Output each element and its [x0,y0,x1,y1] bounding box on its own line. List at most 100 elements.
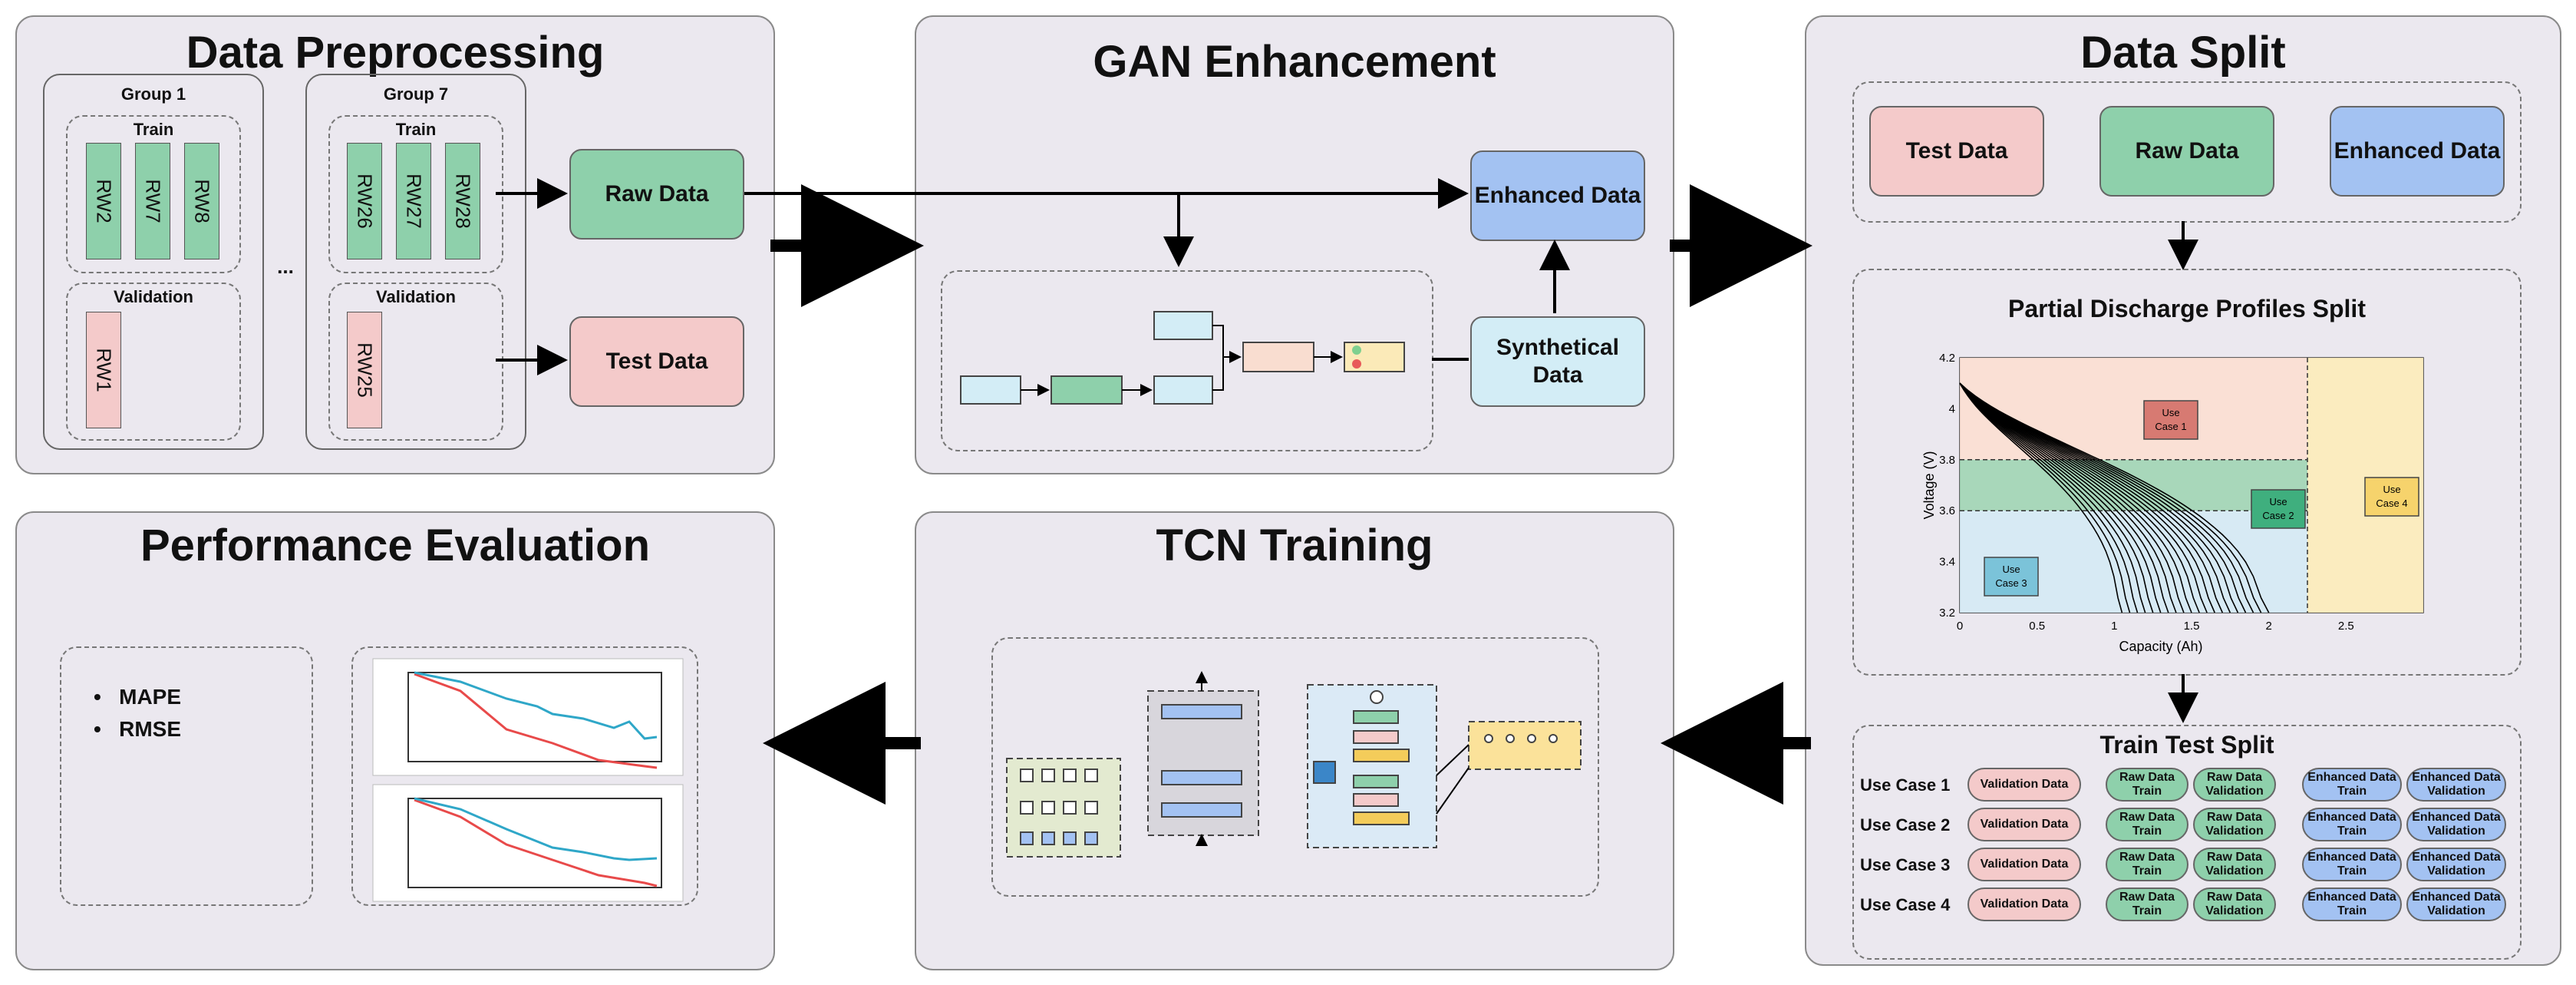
validation-data-pill: Validation Data [1967,887,2081,921]
x-tick-label: 1 [2111,620,2117,633]
use-case-region [1960,358,2307,460]
use-case-label: Case 3 [1995,577,2027,589]
y-tick-label: 4.2 [1939,352,1955,365]
discharge-curve [1959,382,2239,613]
raw-data-validation-pill: Raw Data Validation [2193,887,2276,921]
group-1-label: Group 1 [120,84,186,104]
tcn-network-icon [1006,671,1582,858]
panel-title: Performance Evaluation [140,521,650,570]
x-tick-label: 2.5 [2338,620,2354,633]
raw-data-train-pill: Raw Data Train [2106,808,2188,841]
enhanced-data-validation-pill: Enhanced Data Validation [2406,848,2506,881]
validation-data-pill: Validation Data [1967,848,2081,881]
tcn-diagram-box [991,637,1599,897]
enhanced-data-train-pill: Enhanced Data Train [2302,887,2402,921]
discharge-curve [1959,382,2169,613]
rw-item: RW7 [135,143,170,259]
panel-title: Data Preprocessing [186,28,605,78]
use-case-row-label: Use Case 3 [1860,855,1951,874]
y-tick-label: 3.2 [1939,607,1955,620]
y-tick-label: 4 [1949,402,1955,415]
use-case-label: Use [2269,496,2287,507]
enhanced-data-validation-pill: Enhanced Data Validation [2406,808,2506,841]
prediction-plot-thumbnails [372,658,684,902]
enhanced-data-validation-pill: Enhanced Data Validation [2406,768,2506,802]
discharge-curve [1959,382,2254,613]
raw-data-box: Raw Data [569,149,744,240]
discharge-curve [1959,382,2162,613]
panel-title: TCN Training [1156,521,1433,570]
enhanced-data-train-pill: Enhanced Data Train [2302,808,2402,841]
metrics-box [60,646,313,906]
discharge-curve [1959,382,2192,613]
group-7-box [305,74,526,450]
enhanced-data-box: Enhanced Data [2330,106,2505,197]
group-7-validation-label: Validation [376,287,456,306]
use-case-label: Use [2162,407,2179,418]
y-tick-label: 3.6 [1939,504,1955,517]
metric-item: • RMSE [94,717,182,741]
group-7-label: Group 7 [383,84,449,104]
rw-item: RW8 [184,143,219,259]
discharge-curve [1959,382,2208,613]
y-axis-label: Voltage (V) [1921,451,1937,519]
rw-item: RW26 [347,143,382,259]
group-1-validation-box [66,283,241,441]
rw-item: RW25 [347,312,382,428]
discharge-curve [1959,382,2177,613]
test-data-box: Test Data [1869,106,2044,197]
use-case-label: Use [2002,564,2020,575]
gan-network-icon [960,311,1405,405]
enhanced-data-train-pill: Enhanced Data Train [2302,768,2402,802]
group-1-validation-label: Validation [114,287,193,306]
use-case-region [1960,459,2307,511]
enhanced-data-box: Enhanced Data [1470,150,1645,241]
test-data-box: Test Data [569,316,744,407]
train-test-split-box [1852,725,2522,960]
rw-item: RW2 [86,143,121,259]
discharge-curve [1959,382,2270,613]
rw-item: RW27 [396,143,431,259]
discharge-curve [1959,382,2231,613]
x-axis-label: Capacity (Ah) [2119,639,2202,654]
panel-title: GAN Enhancement [1093,37,1496,87]
validation-data-pill: Validation Data [1967,768,2081,802]
group-7-train-label: Train [395,120,437,139]
x-tick-label: 0 [1957,620,1963,633]
ellipsis: ... [277,255,294,278]
metric-item: • MAPE [94,685,182,709]
use-case-label-box [2364,477,2419,517]
raw-data-train-pill: Raw Data Train [2106,887,2188,921]
use-case-label-box [1984,557,2039,597]
data-types-box [1852,81,2522,223]
use-case-row-label: Use Case 2 [1860,815,1951,835]
discharge-curve [1959,382,2123,613]
result-plots-box [351,646,698,906]
discharge-curve [1959,382,2154,613]
synthetical-data-box: Synthetical Data [1470,316,1645,407]
data-preprocessing-panel: Data Preprocessing Group 1 Train RW2 RW7… [15,15,775,474]
discharge-curve [1959,382,2146,613]
discharge-curve [1959,382,2185,613]
x-tick-label: 2 [2265,620,2271,633]
rw-item: RW1 [86,312,121,428]
raw-data-box: Raw Data [2099,106,2274,197]
validation-data-pill: Validation Data [1967,808,2081,841]
discharge-curve [1959,382,2200,613]
x-tick-label: 1.5 [2184,620,2200,633]
group-1-box [43,74,264,450]
profiles-split-title: Partial Discharge Profiles Split [2008,295,2366,322]
discharge-curve [1959,382,2224,613]
train-test-split-title: Train Test Split [2099,731,2274,759]
group-1-train-label: Train [133,120,174,139]
raw-data-validation-pill: Raw Data Validation [2193,768,2276,802]
y-tick-label: 3.8 [1939,454,1955,467]
raw-data-train-pill: Raw Data Train [2106,848,2188,881]
enhanced-data-train-pill: Enhanced Data Train [2302,848,2402,881]
use-case-label: Case 4 [2376,497,2407,509]
use-case-label: Use [2383,484,2400,495]
discharge-curve [1959,382,2215,613]
x-tick-label: 0.5 [2029,620,2045,633]
